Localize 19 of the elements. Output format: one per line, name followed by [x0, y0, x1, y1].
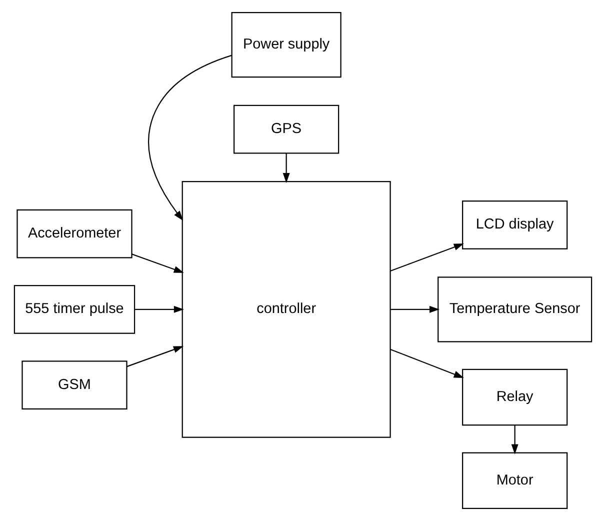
node-box: 555 timer pulse — [13, 284, 135, 334]
arrow — [131, 254, 184, 273]
node-box: controller — [181, 181, 390, 438]
node-box: Temperature Sensor — [437, 276, 592, 342]
node-box: Relay — [462, 368, 568, 426]
arrow — [148, 54, 232, 221]
arrow — [390, 306, 439, 313]
node-box: GPS — [233, 104, 339, 154]
node-box: Motor — [462, 452, 568, 510]
node-box: Accelerometer — [16, 209, 132, 258]
node-box: LCD display — [462, 200, 568, 250]
arrow — [390, 348, 464, 378]
arrow — [126, 346, 184, 368]
node-box: GSM — [21, 360, 127, 410]
arrow — [510, 425, 518, 454]
node-box: Power supply — [230, 12, 341, 78]
arrow — [282, 153, 290, 184]
arrow — [134, 306, 184, 313]
arrow — [390, 244, 464, 272]
